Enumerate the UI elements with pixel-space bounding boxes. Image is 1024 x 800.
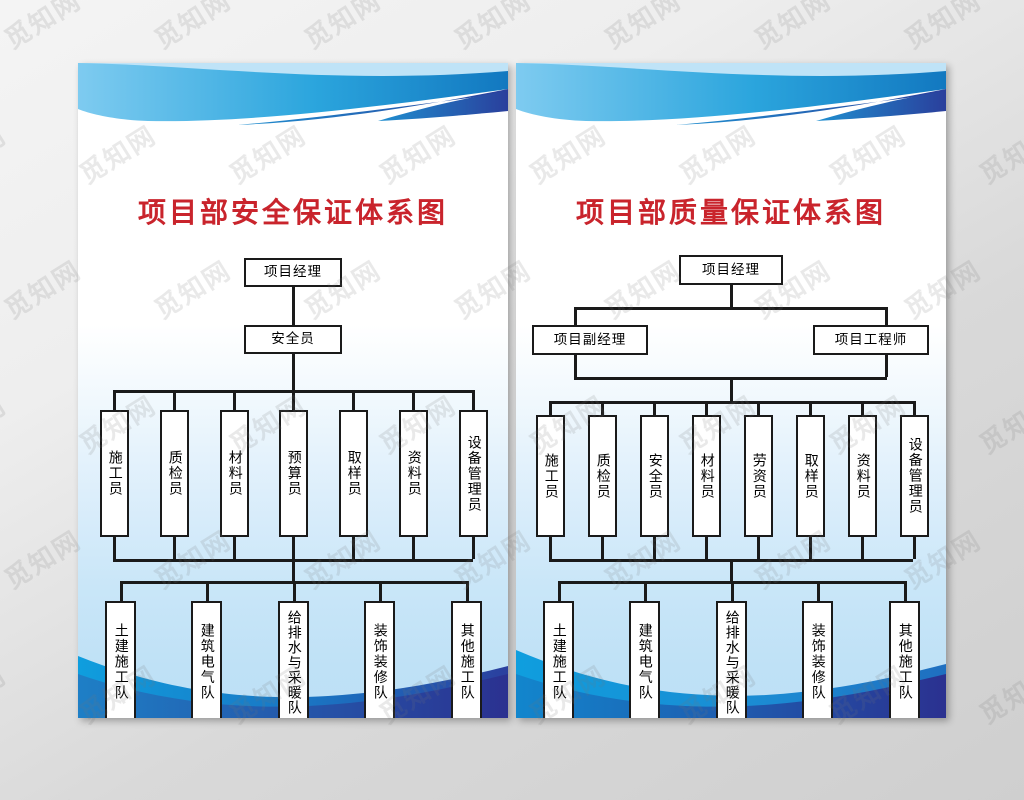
- drop-l3-5: [352, 390, 355, 410]
- drop-l4q-1: [558, 581, 561, 601]
- riser-l3q-4: [705, 537, 708, 559]
- node-documentation-officer-q[interactable]: 资料员: [848, 415, 877, 537]
- panel-title-quality: 项目部质量保证体系图: [575, 196, 886, 229]
- riser-l3-2: [173, 537, 176, 559]
- node-building-electrical-team-q[interactable]: 建筑电气队: [629, 601, 660, 718]
- drop-l3-7: [472, 390, 475, 410]
- riser-l3q-7: [861, 537, 864, 559]
- node-other-construction-team-q[interactable]: 其他施工队: [889, 601, 920, 718]
- node-plumbing-heating-team-q[interactable]: 给排水与采暖队: [716, 601, 747, 718]
- drop-l4-2: [206, 581, 209, 601]
- connector-l3-l4: [292, 559, 295, 581]
- drop-l4-1: [120, 581, 123, 601]
- riser-l3q-2: [601, 537, 604, 559]
- bus-level2-q: [574, 307, 887, 310]
- node-budget-officer[interactable]: 预算员: [279, 410, 308, 537]
- node-quality-inspector-q[interactable]: 质检员: [588, 415, 617, 537]
- node-project-engineer[interactable]: 项目工程师: [813, 325, 929, 355]
- drop-l4-5: [466, 581, 469, 601]
- connector-l2-l3-q: [730, 377, 733, 401]
- node-equipment-manager-q[interactable]: 设备管理员: [900, 415, 929, 537]
- riser-l2-1: [574, 355, 577, 377]
- drop-l3q-8: [913, 401, 916, 415]
- node-deputy-project-manager[interactable]: 项目副经理: [532, 325, 648, 355]
- node-plumbing-heating-team[interactable]: 给排水与采暖队: [278, 601, 309, 718]
- riser-l3q-1: [549, 537, 552, 559]
- drop-l3-2: [173, 390, 176, 410]
- connector-l3-l4-q: [730, 559, 733, 581]
- node-civil-construction-team-q[interactable]: 土建施工队: [543, 601, 574, 718]
- node-sampling-officer-q[interactable]: 取样员: [796, 415, 825, 537]
- drop-l3-4: [292, 390, 295, 410]
- node-safety-officer[interactable]: 安全员: [244, 325, 342, 354]
- connector-l2-bus: [292, 354, 295, 390]
- node-construction-worker[interactable]: 施工员: [100, 410, 129, 537]
- drop-l4q-2: [644, 581, 647, 601]
- riser-l3q-8: [913, 537, 916, 559]
- node-material-officer[interactable]: 材料员: [220, 410, 249, 537]
- node-material-officer-q[interactable]: 材料员: [692, 415, 721, 537]
- drop-l3q-1: [549, 401, 552, 415]
- drop-l3-6: [412, 390, 415, 410]
- riser-l3q-6: [809, 537, 812, 559]
- panel-title-safety: 项目部安全保证体系图: [137, 196, 448, 229]
- org-chart-quality: 项目经理 项目副经理 项目工程师 施工员 质检员 安全员: [516, 63, 946, 718]
- node-labor-wage-officer[interactable]: 劳资员: [744, 415, 773, 537]
- bus-level3-q: [549, 401, 913, 404]
- drop-l3q-3: [653, 401, 656, 415]
- riser-l3-5: [352, 537, 355, 559]
- node-building-electrical-team[interactable]: 建筑电气队: [191, 601, 222, 718]
- riser-l3-3: [233, 537, 236, 559]
- drop-l3q-5: [757, 401, 760, 415]
- node-quality-inspector[interactable]: 质检员: [160, 410, 189, 537]
- riser-l2-2: [885, 355, 888, 377]
- org-chart-safety: 项目经理 安全员 施工员 质检员 材料员 预算员 取样员 资料员: [78, 63, 508, 718]
- riser-l3-4: [292, 537, 295, 559]
- node-safety-officer-q[interactable]: 安全员: [640, 415, 669, 537]
- node-equipment-manager[interactable]: 设备管理员: [459, 410, 488, 537]
- node-other-construction-team[interactable]: 其他施工队: [451, 601, 482, 718]
- drop-l4-4: [379, 581, 382, 601]
- drop-l2-1: [574, 307, 577, 325]
- drop-l4q-5: [904, 581, 907, 601]
- node-sampling-officer[interactable]: 取样员: [339, 410, 368, 537]
- connector-l1-l2: [292, 287, 295, 325]
- node-documentation-officer[interactable]: 资料员: [399, 410, 428, 537]
- node-decoration-team[interactable]: 装饰装修队: [364, 601, 395, 718]
- drop-l4-3: [293, 581, 296, 601]
- drop-l3-1: [113, 390, 116, 410]
- connector-l1-bus-q: [730, 285, 733, 307]
- node-project-manager-q[interactable]: 项目经理: [679, 255, 783, 285]
- drop-l2-2: [885, 307, 888, 325]
- drop-l3q-4: [705, 401, 708, 415]
- node-construction-worker-q[interactable]: 施工员: [536, 415, 565, 537]
- panel-safety: 项目部安全保证体系图 项目经理 安全员 施工员 质检员 材料员 预算员: [78, 63, 508, 718]
- riser-l3q-3: [653, 537, 656, 559]
- node-civil-construction-team[interactable]: 土建施工队: [105, 601, 136, 718]
- node-project-manager[interactable]: 项目经理: [244, 258, 342, 287]
- drop-l3-3: [233, 390, 236, 410]
- riser-l3-6: [412, 537, 415, 559]
- drop-l4q-3: [731, 581, 734, 601]
- drop-l3q-7: [861, 401, 864, 415]
- drop-l4q-4: [817, 581, 820, 601]
- drop-l3q-6: [809, 401, 812, 415]
- riser-l3q-5: [757, 537, 760, 559]
- riser-l3-1: [113, 537, 116, 559]
- riser-l3-7: [472, 537, 475, 559]
- node-decoration-team-q[interactable]: 装饰装修队: [802, 601, 833, 718]
- panel-quality: 项目部质量保证体系图 项目经理 项目副经理 项目工程师 施工员 质: [516, 63, 946, 718]
- drop-l3q-2: [601, 401, 604, 415]
